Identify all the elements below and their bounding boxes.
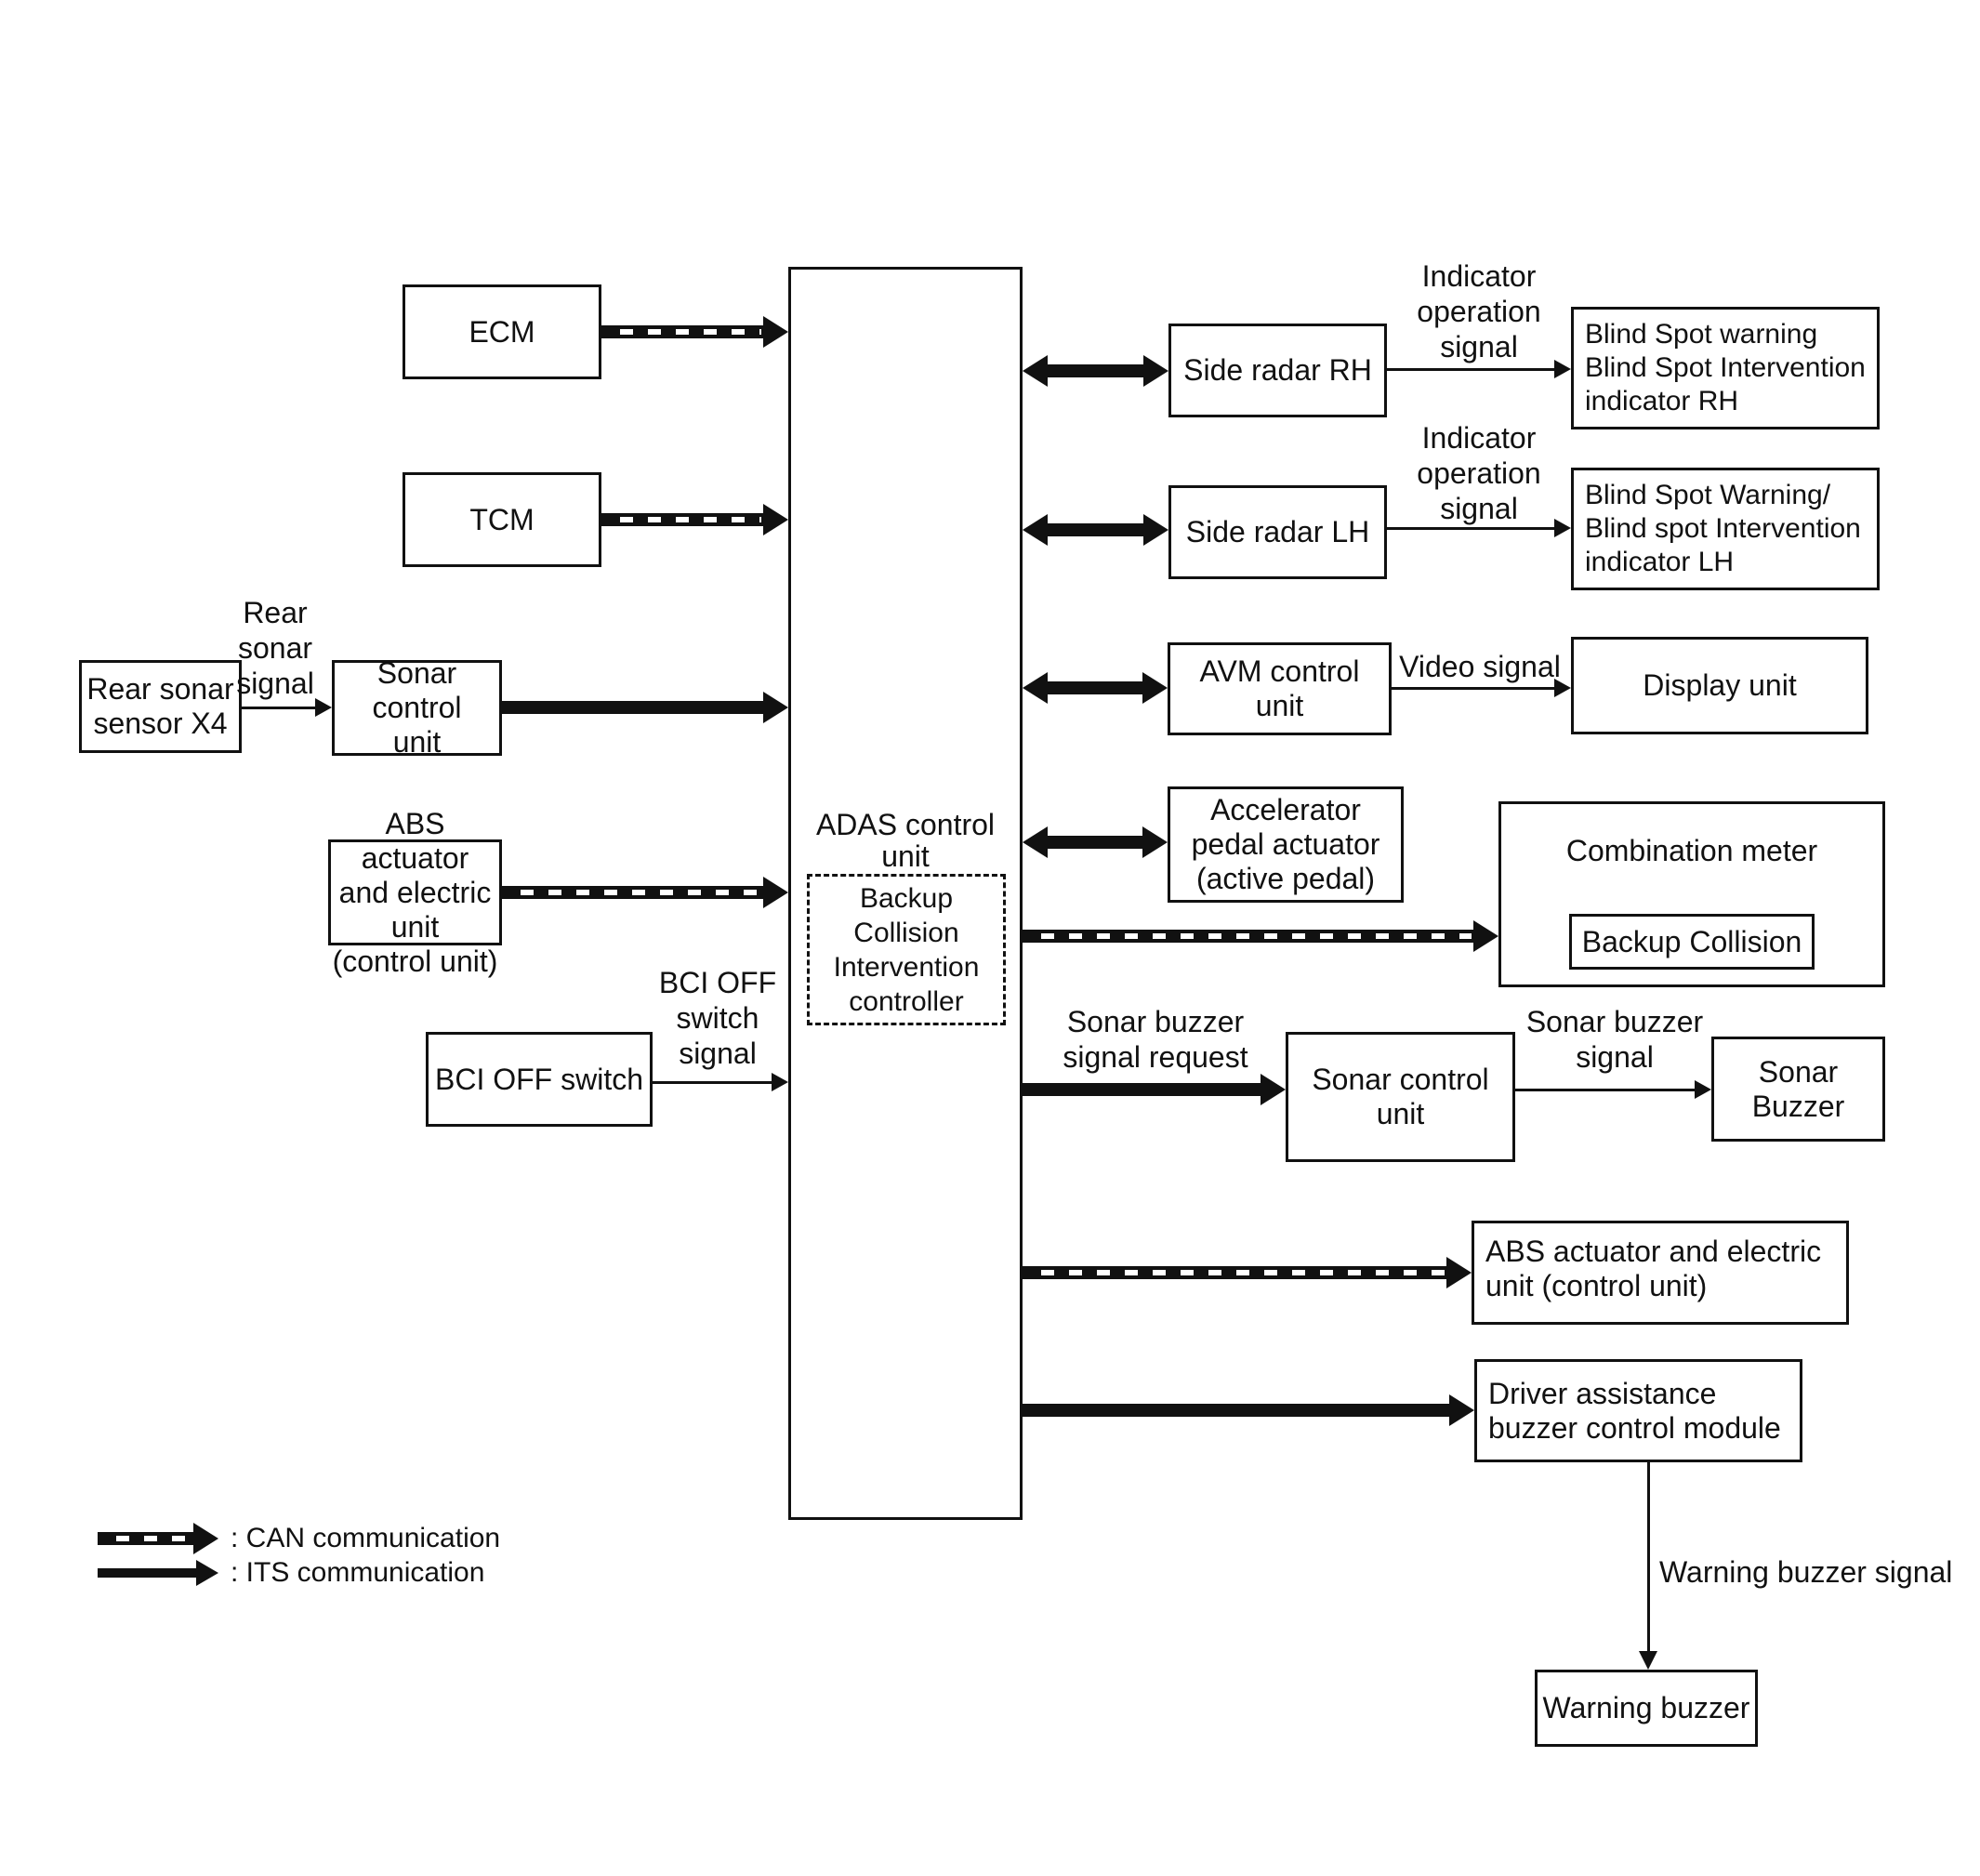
- signal-arrow-avm-to-display: [1392, 679, 1571, 697]
- box-label-line: unit (control unit): [1485, 1269, 1708, 1302]
- box-label-line: buzzer control module: [1488, 1410, 1781, 1445]
- its-arrow-sonar-control-to-adas: [502, 692, 788, 723]
- adas-control-unit-label: ADAS control unit: [815, 808, 996, 873]
- box-side-radar-lh: Side radar LH: [1168, 485, 1387, 579]
- signal-arrow-radar-rh-to-indicator: [1387, 360, 1571, 378]
- box-label-line: ABS actuator and electric: [1485, 1235, 1822, 1268]
- legend-its-arrow-sample: [98, 1560, 218, 1586]
- signal-arrow-radar-lh-to-indicator: [1387, 519, 1571, 537]
- label-rear-sonar-signal: Rear sonar signal: [236, 596, 314, 700]
- label-warning-buzzer-signal: Warning buzzer signal: [1659, 1555, 1953, 1589]
- can-arrow-tcm-to-adas: [601, 504, 788, 535]
- legend-can-arrow-sample: [98, 1523, 218, 1554]
- box-label-line: indicator RH: [1585, 386, 1739, 416]
- bidirectional-arrow-adas-side-radar-rh: [1023, 355, 1168, 387]
- box-avm-control-unit: AVM control unit: [1168, 642, 1392, 735]
- box-label-line: Intervention: [833, 951, 980, 983]
- box-label-line: indicator LH: [1585, 547, 1735, 577]
- box-warning-buzzer: Warning buzzer: [1535, 1670, 1758, 1747]
- box-label-line: Rear sonar: [86, 672, 234, 706]
- box-sonar-buzzer: Sonar Buzzer: [1711, 1037, 1885, 1142]
- box-label: Combination meter: [1565, 834, 1818, 867]
- box-label-line: sensor X4: [93, 707, 228, 740]
- box-rear-sonar-sensor: Rear sonar sensor X4: [79, 660, 242, 753]
- box-label-line: ABS actuator: [361, 806, 469, 875]
- bidirectional-arrow-adas-accelerator: [1023, 826, 1168, 858]
- box-label: Side radar RH: [1183, 353, 1372, 387]
- box-label: Backup Collision: [1581, 924, 1802, 958]
- box-label-line: Blind Spot Warning/: [1585, 480, 1831, 510]
- box-label-line: controller: [849, 985, 964, 1017]
- can-arrow-abs-to-adas: [502, 877, 788, 908]
- box-ecm: ECM: [403, 284, 601, 379]
- box-blind-spot-indicator-rh: Blind Spot warning Blind Spot Interventi…: [1571, 307, 1880, 429]
- box-label-line: Buzzer: [1751, 1089, 1845, 1123]
- box-label-line: Collision: [853, 917, 959, 948]
- box-display-unit: Display unit: [1571, 637, 1868, 734]
- box-backup-collision-intervention-controller: Backup Collision Intervention controller: [807, 874, 1006, 1025]
- box-label: TCM: [469, 502, 535, 536]
- label-indicator-operation-signal-rh: Indicator operation signal: [1417, 259, 1541, 363]
- can-arrow-adas-to-abs: [1023, 1257, 1472, 1288]
- box-label: Warning buzzer: [1542, 1691, 1750, 1724]
- box-label-line: Blind spot Intervention: [1585, 513, 1861, 544]
- box-accelerator-pedal-actuator: Accelerator pedal actuator (active pedal…: [1168, 786, 1404, 903]
- bidirectional-arrow-adas-side-radar-lh: [1023, 514, 1168, 546]
- label-sonar-buzzer-signal-request: Sonar buzzer signal request: [1063, 1005, 1248, 1074]
- box-tcm: TCM: [403, 472, 601, 567]
- box-adas-control-unit: [788, 267, 1023, 1520]
- signal-arrow-sonar-control-to-buzzer: [1515, 1080, 1711, 1099]
- box-label-line: Sonar: [1758, 1054, 1839, 1089]
- can-arrow-adas-to-combination-meter: [1023, 920, 1498, 952]
- label-video-signal: Video signal: [1399, 650, 1561, 683]
- box-label-line: pedal actuator: [1191, 827, 1380, 861]
- its-arrow-adas-to-sonar-control: [1023, 1074, 1286, 1105]
- box-abs-actuator-left: ABS actuator and electric unit (control …: [328, 807, 502, 978]
- legend-its-label: : ITS communication: [231, 1557, 485, 1588]
- box-label-line: unit: [392, 725, 442, 759]
- box-abs-actuator-right: ABS actuator and electric unit (control …: [1472, 1221, 1849, 1325]
- signal-arrow-bci-switch-to-adas: [653, 1073, 788, 1091]
- box-sonar-control-unit-left: Sonar control unit: [332, 656, 502, 759]
- box-label: Side radar LH: [1185, 515, 1370, 548]
- signal-arrow-driver-assistance-to-warning-buzzer: [1639, 1462, 1657, 1670]
- box-label: BCI OFF switch: [434, 1062, 643, 1096]
- box-driver-assistance-buzzer-module: Driver assistance buzzer control module: [1474, 1359, 1802, 1462]
- box-label-line: Blind Spot warning: [1585, 319, 1818, 350]
- signal-arrow-rear-sonar-to-sonar-control: [242, 698, 332, 717]
- box-label-line: Sonar control: [372, 656, 462, 724]
- box-blind-spot-indicator-lh: Blind Spot Warning/ Blind spot Intervent…: [1571, 468, 1880, 590]
- box-backup-collision-indicator: Backup Collision: [1569, 914, 1815, 970]
- label-bci-off-switch-signal: BCI OFF switch signal: [658, 966, 777, 1070]
- bidirectional-arrow-adas-avm: [1023, 672, 1168, 704]
- box-label-line: and electric unit: [338, 875, 492, 944]
- box-bci-off-switch: BCI OFF switch: [426, 1032, 653, 1127]
- box-label-line: Driver assistance: [1488, 1376, 1717, 1410]
- box-label-line: AVM control: [1199, 654, 1360, 688]
- box-label-line: (control unit): [332, 944, 498, 978]
- box-side-radar-rh: Side radar RH: [1168, 324, 1387, 417]
- its-arrow-adas-to-driver-assistance: [1023, 1394, 1474, 1426]
- box-label-line: unit: [1255, 689, 1304, 722]
- box-label-line: Backup: [859, 882, 954, 914]
- legend-can-label: : CAN communication: [231, 1523, 501, 1553]
- box-label-line: Accelerator: [1210, 793, 1361, 826]
- box-label-line: unit: [1376, 1097, 1425, 1130]
- label-indicator-operation-signal-lh: Indicator operation signal: [1417, 421, 1541, 525]
- box-label: Display unit: [1643, 668, 1797, 702]
- box-label: ECM: [469, 314, 535, 349]
- can-arrow-ecm-to-adas: [601, 316, 788, 348]
- label-sonar-buzzer-signal: Sonar buzzer signal: [1525, 1005, 1704, 1074]
- box-sonar-control-unit-right: Sonar control unit: [1286, 1032, 1515, 1162]
- box-label-line: Blind Spot Intervention: [1585, 352, 1866, 383]
- box-label-line: (active pedal): [1195, 862, 1376, 895]
- box-label-line: Sonar control: [1312, 1063, 1489, 1096]
